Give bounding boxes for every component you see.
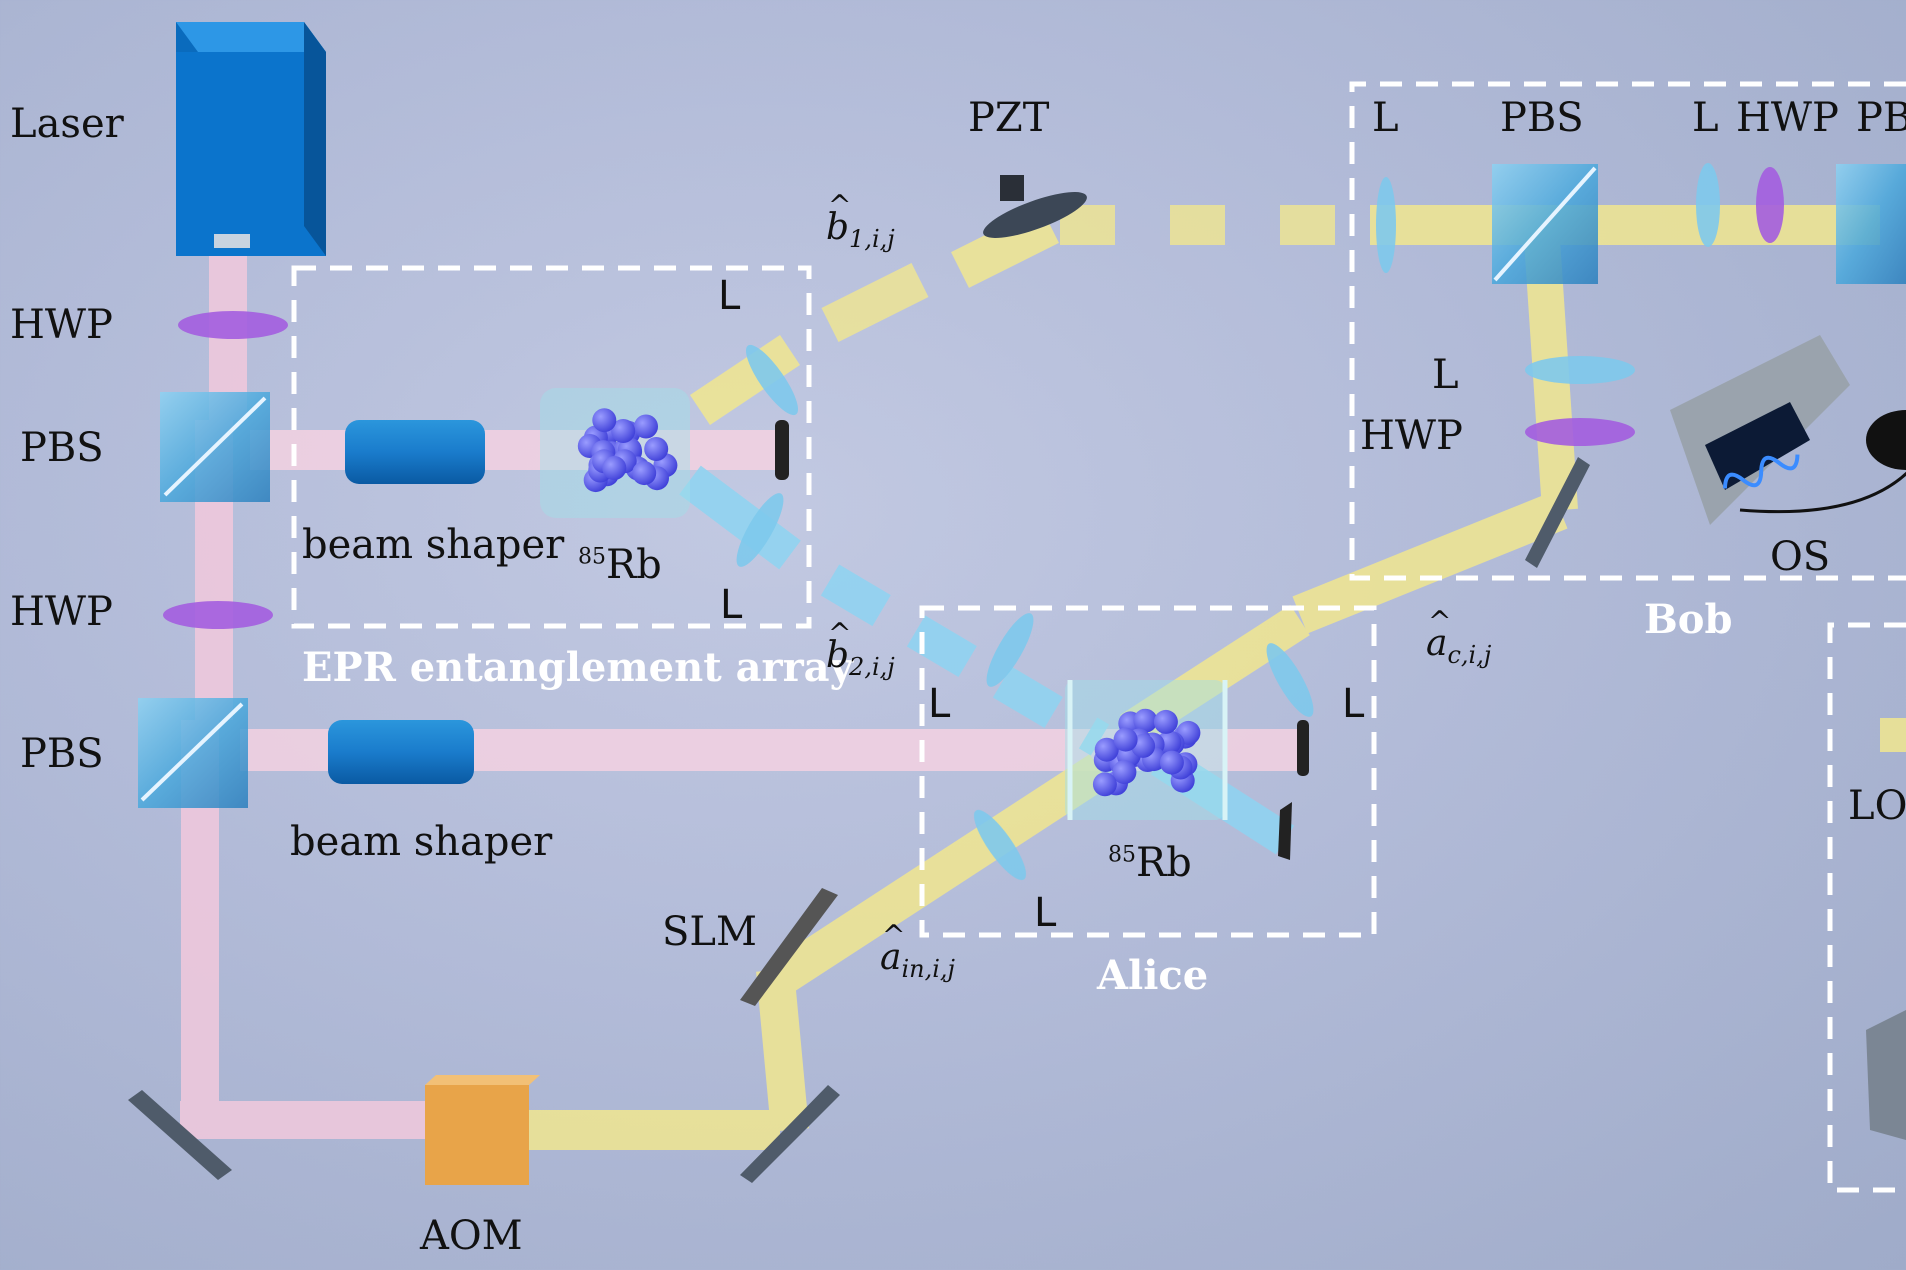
oscilloscope	[1670, 335, 1906, 1140]
alice-lens-label-left: L	[928, 681, 951, 727]
lens-label-epr-bottom: L	[720, 582, 743, 628]
bob-lens-label-1: L	[1372, 95, 1399, 141]
alice-label: Alice	[1097, 952, 1209, 999]
bob-pbs-label: PBS	[1500, 95, 1584, 141]
rb-atom	[602, 456, 627, 480]
rb-atom	[644, 437, 669, 461]
rb-atom-cloud-epr	[577, 408, 678, 493]
dashed-frames	[291, 81, 1906, 1193]
rb-atom	[1112, 760, 1137, 785]
pzt-mirror	[983, 175, 1087, 238]
rb-atom	[1113, 727, 1138, 752]
pbs-label-1: PBS	[20, 425, 104, 471]
beam-shaper-label-2: beam shaper	[290, 819, 553, 865]
lenses	[736, 163, 1720, 881]
aom-box	[425, 1075, 540, 1185]
rb-atom	[634, 414, 658, 439]
laser-label: Laser	[10, 101, 124, 147]
rb-atom	[592, 408, 617, 433]
probe-dashed-beams	[821, 205, 1360, 342]
pzt-label: PZT	[968, 95, 1050, 141]
rb-atom-cloud-alice	[1092, 708, 1201, 797]
hwp-label-1: HWP	[10, 302, 113, 348]
mirrors	[128, 457, 1590, 1183]
alice-frame	[919, 605, 1377, 938]
hwp-optics	[163, 167, 1784, 629]
bob-label: Bob	[1644, 596, 1733, 643]
lens-label-epr-top: L	[718, 273, 741, 319]
bob-hwp-label-1: HWP	[1360, 413, 1463, 459]
laser-box	[176, 22, 326, 256]
rb-label-epr: 85Rb	[578, 542, 662, 588]
pbs-cubes	[138, 164, 1906, 808]
rb-atom	[1133, 708, 1158, 733]
lo-frame	[1827, 622, 1906, 1193]
alice-lens-label-right: L	[1342, 681, 1365, 727]
b2-mode-label: b2,i,j	[826, 620, 895, 679]
slm-label: SLM	[662, 909, 757, 955]
epr-array-label: EPR entanglement array	[302, 644, 853, 691]
b1-mode-label: b1,i,j	[826, 192, 895, 251]
bob-hwp-label-2: HWP	[1736, 95, 1839, 141]
bob-lens-label-2: L	[1432, 352, 1459, 398]
rb-atom	[632, 461, 657, 486]
os-label: OS	[1770, 534, 1831, 580]
ac-mode-label: ac,i,j	[1426, 608, 1491, 667]
beam-shapers	[328, 420, 485, 784]
alice-lens-label-bottom: L	[1034, 890, 1057, 936]
hwp-label-2: HWP	[10, 589, 113, 635]
epr-frame	[291, 265, 812, 629]
beam-shaper-label-1: beam shaper	[302, 522, 565, 568]
rb-atom	[1159, 750, 1184, 775]
bob-frame	[1349, 81, 1906, 581]
aom-label: AOM	[420, 1213, 523, 1259]
rb-atom	[611, 419, 636, 443]
bob-lens-label-3: L	[1692, 95, 1719, 141]
ain-mode-label: ain,i,j	[880, 922, 955, 981]
probe-beams	[510, 205, 1906, 1150]
rb-atom	[1092, 772, 1117, 797]
lo-label-cut: LO	[1848, 783, 1906, 829]
rb-atom	[1153, 709, 1178, 734]
bob-pbs-label-cut: PB	[1856, 95, 1906, 141]
rb-label-alice: 85Rb	[1108, 840, 1192, 886]
rb-atom	[1094, 737, 1119, 762]
pbs-label-2: PBS	[20, 731, 104, 777]
